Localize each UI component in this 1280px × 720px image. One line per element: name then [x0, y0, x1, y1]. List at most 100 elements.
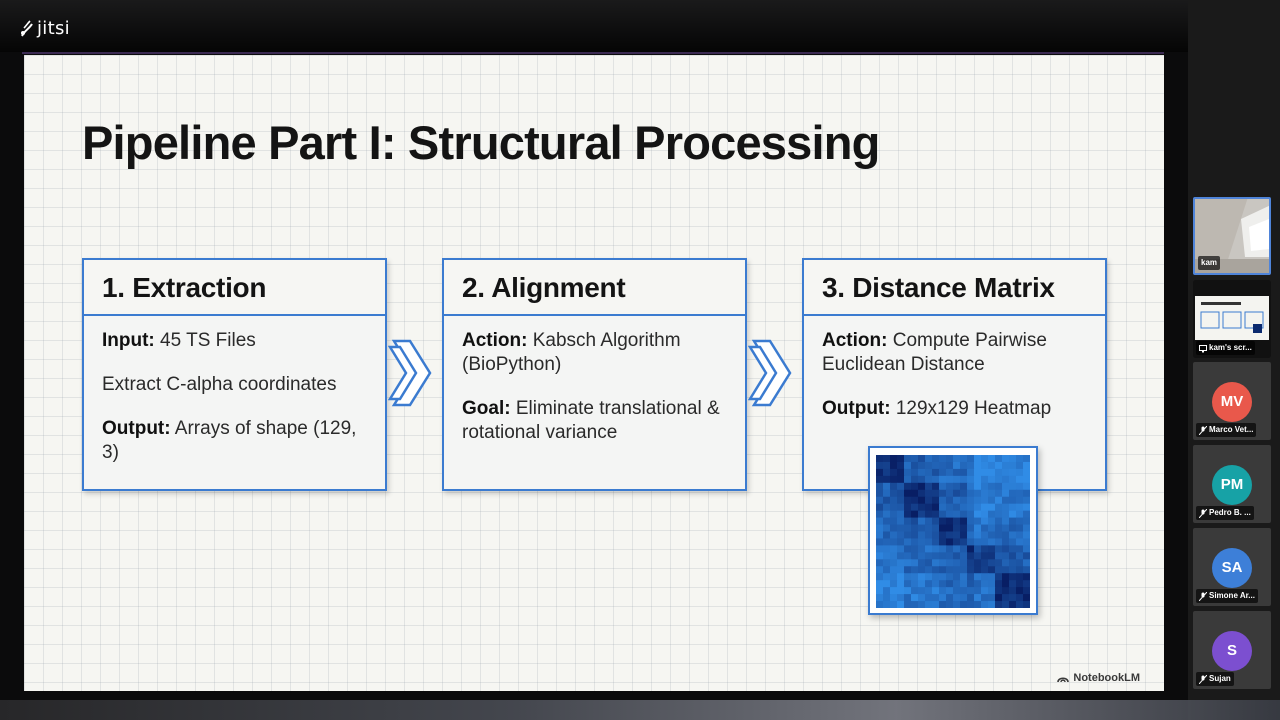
heatmap-cell: [988, 476, 996, 484]
heatmap-cell: [960, 545, 968, 553]
heatmap-cell: [974, 538, 982, 546]
heatmap-cell: [946, 538, 954, 546]
heatmap-cell: [876, 566, 884, 574]
heatmap-cell: [925, 545, 933, 553]
heatmap-cell: [1002, 566, 1010, 574]
heatmap-cell: [897, 490, 905, 498]
heatmap-cell: [932, 476, 940, 484]
heatmap-cell: [953, 483, 961, 491]
heatmap-cell: [939, 497, 947, 505]
heatmap-cell: [890, 455, 898, 463]
heatmap-cell: [988, 538, 996, 546]
heatmap-cell: [1016, 573, 1024, 581]
heatmap-cell: [897, 538, 905, 546]
heatmap-cell: [1009, 538, 1017, 546]
heatmap-cell: [883, 525, 891, 533]
heatmap-cell: [918, 559, 926, 567]
heatmap-cell: [890, 552, 898, 560]
heatmap-cell: [1023, 525, 1030, 533]
heatmap-cell: [932, 559, 940, 567]
heatmap-cell: [925, 504, 933, 512]
line-label: Action:: [462, 330, 527, 351]
heatmap-cell: [925, 525, 933, 533]
heatmap-cell: [960, 532, 968, 540]
heatmap-cell: [925, 518, 933, 526]
heatmap-cell: [953, 573, 961, 581]
heatmap-cell: [890, 518, 898, 526]
heatmap-cell: [883, 518, 891, 526]
heatmap-cell: [1009, 580, 1017, 588]
mic-muted-icon: [1199, 509, 1207, 518]
heatmap-cell: [1002, 573, 1010, 581]
logo-text: jitsi: [37, 18, 70, 39]
heatmap-cell: [988, 483, 996, 491]
heatmap-cell: [939, 566, 947, 574]
heatmap-cell: [995, 580, 1003, 588]
participant-tile-screen[interactable]: kam's scr...: [1193, 280, 1271, 358]
heatmap-cell: [939, 573, 947, 581]
heatmap-cell: [890, 601, 898, 608]
mic-muted-icon: [1199, 592, 1207, 601]
heatmap-cell: [897, 504, 905, 512]
heatmap-cell: [897, 587, 905, 595]
heatmap-cell: [911, 497, 919, 505]
heatmap-cell: [1002, 469, 1010, 477]
heatmap-cell: [960, 476, 968, 484]
heatmap-cell: [946, 518, 954, 526]
heatmap-cell: [960, 559, 968, 567]
heatmap-cell: [911, 594, 919, 602]
jitsi-logo: jitsi: [20, 18, 70, 39]
participant-tile-kam[interactable]: kam: [1193, 197, 1271, 275]
participant-tile-pedro[interactable]: PM Pedro B. ...: [1193, 445, 1271, 523]
heatmap-cell: [925, 538, 933, 546]
heatmap-cell: [925, 573, 933, 581]
heatmap-cell: [981, 462, 989, 470]
participant-name: Pedro B. ...: [1196, 506, 1254, 520]
heatmap-cell: [1009, 504, 1017, 512]
heatmap-cell: [967, 483, 975, 491]
heatmap-cell: [1023, 552, 1030, 560]
participant-tile-marco[interactable]: MV Marco Vet...: [1193, 362, 1271, 440]
heatmap-cell: [904, 532, 912, 540]
heatmap-cell: [911, 455, 919, 463]
heatmap-cell: [883, 455, 891, 463]
heatmap-cell: [939, 511, 947, 519]
heatmap-cell: [925, 476, 933, 484]
heatmap-cell: [897, 566, 905, 574]
heatmap-cell: [883, 580, 891, 588]
heatmap-cell: [932, 566, 940, 574]
chevron-arrow-icon: [388, 337, 436, 409]
heatmap-cell: [939, 462, 947, 470]
heatmap-cell: [953, 455, 961, 463]
heatmap-cell: [918, 469, 926, 477]
heatmap-cell: [974, 601, 982, 608]
heatmap-cell: [883, 532, 891, 540]
heatmap-cell: [953, 587, 961, 595]
heatmap-cell: [974, 490, 982, 498]
avatar: MV: [1212, 382, 1252, 422]
participant-tile-sujan[interactable]: S Sujan: [1193, 611, 1271, 689]
heatmap-cell: [1016, 483, 1024, 491]
line-label: Action:: [822, 330, 887, 351]
heatmap-cell: [981, 580, 989, 588]
heatmap-cell: [981, 455, 989, 463]
heatmap-cell: [939, 469, 947, 477]
heatmap-cell: [1002, 497, 1010, 505]
heatmap-cell: [890, 559, 898, 567]
heatmap-cell: [946, 469, 954, 477]
heatmap-cell: [967, 594, 975, 602]
heatmap-cell: [981, 566, 989, 574]
heatmap-cell: [890, 511, 898, 519]
heatmap-cell: [939, 483, 947, 491]
heatmap-cell: [974, 594, 982, 602]
participant-tile-simone[interactable]: SA Simone Ar...: [1193, 528, 1271, 606]
heatmap-cell: [911, 476, 919, 484]
heatmap-cell: [925, 580, 933, 588]
heatmap-cell: [946, 594, 954, 602]
heatmap-cell: [890, 538, 898, 546]
heatmap-cell: [939, 587, 947, 595]
heatmap-cell: [988, 455, 996, 463]
heatmap-cell: [946, 532, 954, 540]
heatmap-cell: [988, 462, 996, 470]
heatmap-cell: [876, 455, 884, 463]
